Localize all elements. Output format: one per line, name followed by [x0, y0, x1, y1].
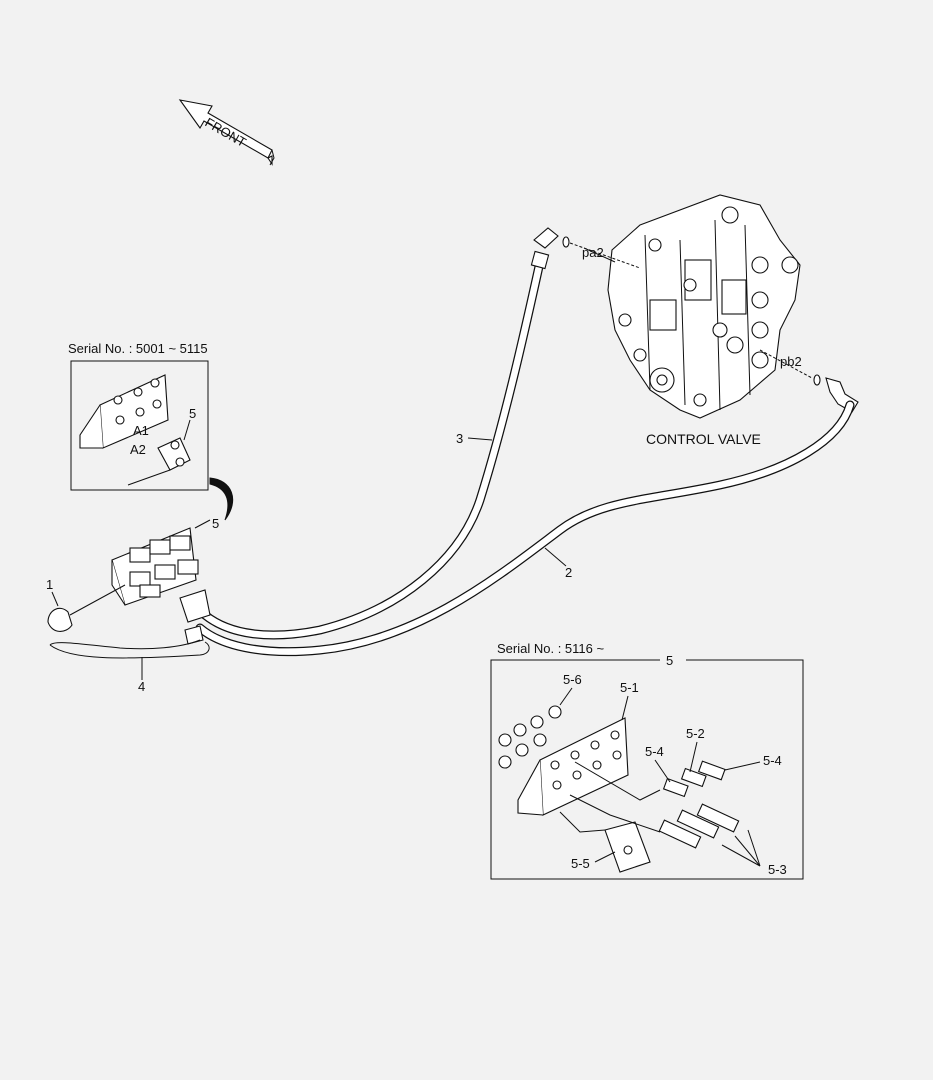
- part-5-4a-label: 5-4: [645, 744, 664, 759]
- main-block-assembly: [111, 527, 211, 645]
- part-5-6-leader: [559, 687, 573, 706]
- inset-old-a2: A2: [130, 442, 146, 457]
- hose-3-leader: [467, 437, 493, 441]
- part-5-6-label: 5-6: [563, 672, 582, 687]
- wire-4-label: 4: [138, 679, 145, 694]
- part-5-3-leader: [721, 829, 761, 867]
- switch-1-leader: [51, 591, 59, 607]
- part-5-5-leader: [594, 851, 616, 863]
- part-5-1-leader: [621, 695, 629, 721]
- part-5-5-label: 5-5: [571, 856, 590, 871]
- pa2-label: pa2: [582, 245, 604, 260]
- inset-old-part: 5: [189, 406, 196, 421]
- part-5-1-label: 5-1: [620, 680, 639, 695]
- part-5-4b-leader: [724, 761, 761, 771]
- part-5-2-label: 5-2: [686, 726, 705, 741]
- hose-3: [200, 250, 550, 640]
- hose-3-label: 3: [456, 431, 463, 446]
- part-5-4a-leader: [654, 759, 671, 783]
- switch-1-label: 1: [46, 577, 53, 592]
- inset-new-header-bg: [660, 652, 686, 668]
- inset-old-leader: [183, 419, 191, 441]
- front-arrow-icon: [178, 99, 275, 166]
- hose-2: [195, 400, 855, 657]
- inset-old-a1: A1: [133, 423, 149, 438]
- pa2-fitting: [533, 227, 641, 269]
- inset-old-serial: Serial No. : 5001 ~ 5115: [68, 341, 208, 356]
- pb2-label: pb2: [780, 354, 802, 369]
- block-5-label: 5: [212, 516, 219, 531]
- wire-harness: [49, 639, 210, 659]
- inset-new-parts: [498, 705, 740, 873]
- hose-2-label: 2: [565, 565, 572, 580]
- inset-new-header: 5: [666, 653, 673, 668]
- hose-2-leader: [544, 547, 567, 567]
- control-valve-title: CONTROL VALVE: [646, 431, 761, 447]
- part-5-3-label: 5-3: [768, 862, 787, 877]
- inset-old-bracket: [79, 374, 191, 486]
- part-5-2-leader: [689, 741, 698, 773]
- block-5-leader: [194, 519, 211, 529]
- inset-new-serial: Serial No. : 5116 ~: [497, 641, 604, 656]
- control-valve-drawing: [607, 194, 801, 419]
- front-label: FRONT: [203, 115, 249, 150]
- pressure-switch: [47, 584, 126, 632]
- part-5-4b-label: 5-4: [763, 753, 782, 768]
- inset-pointer-arrow: [209, 477, 234, 521]
